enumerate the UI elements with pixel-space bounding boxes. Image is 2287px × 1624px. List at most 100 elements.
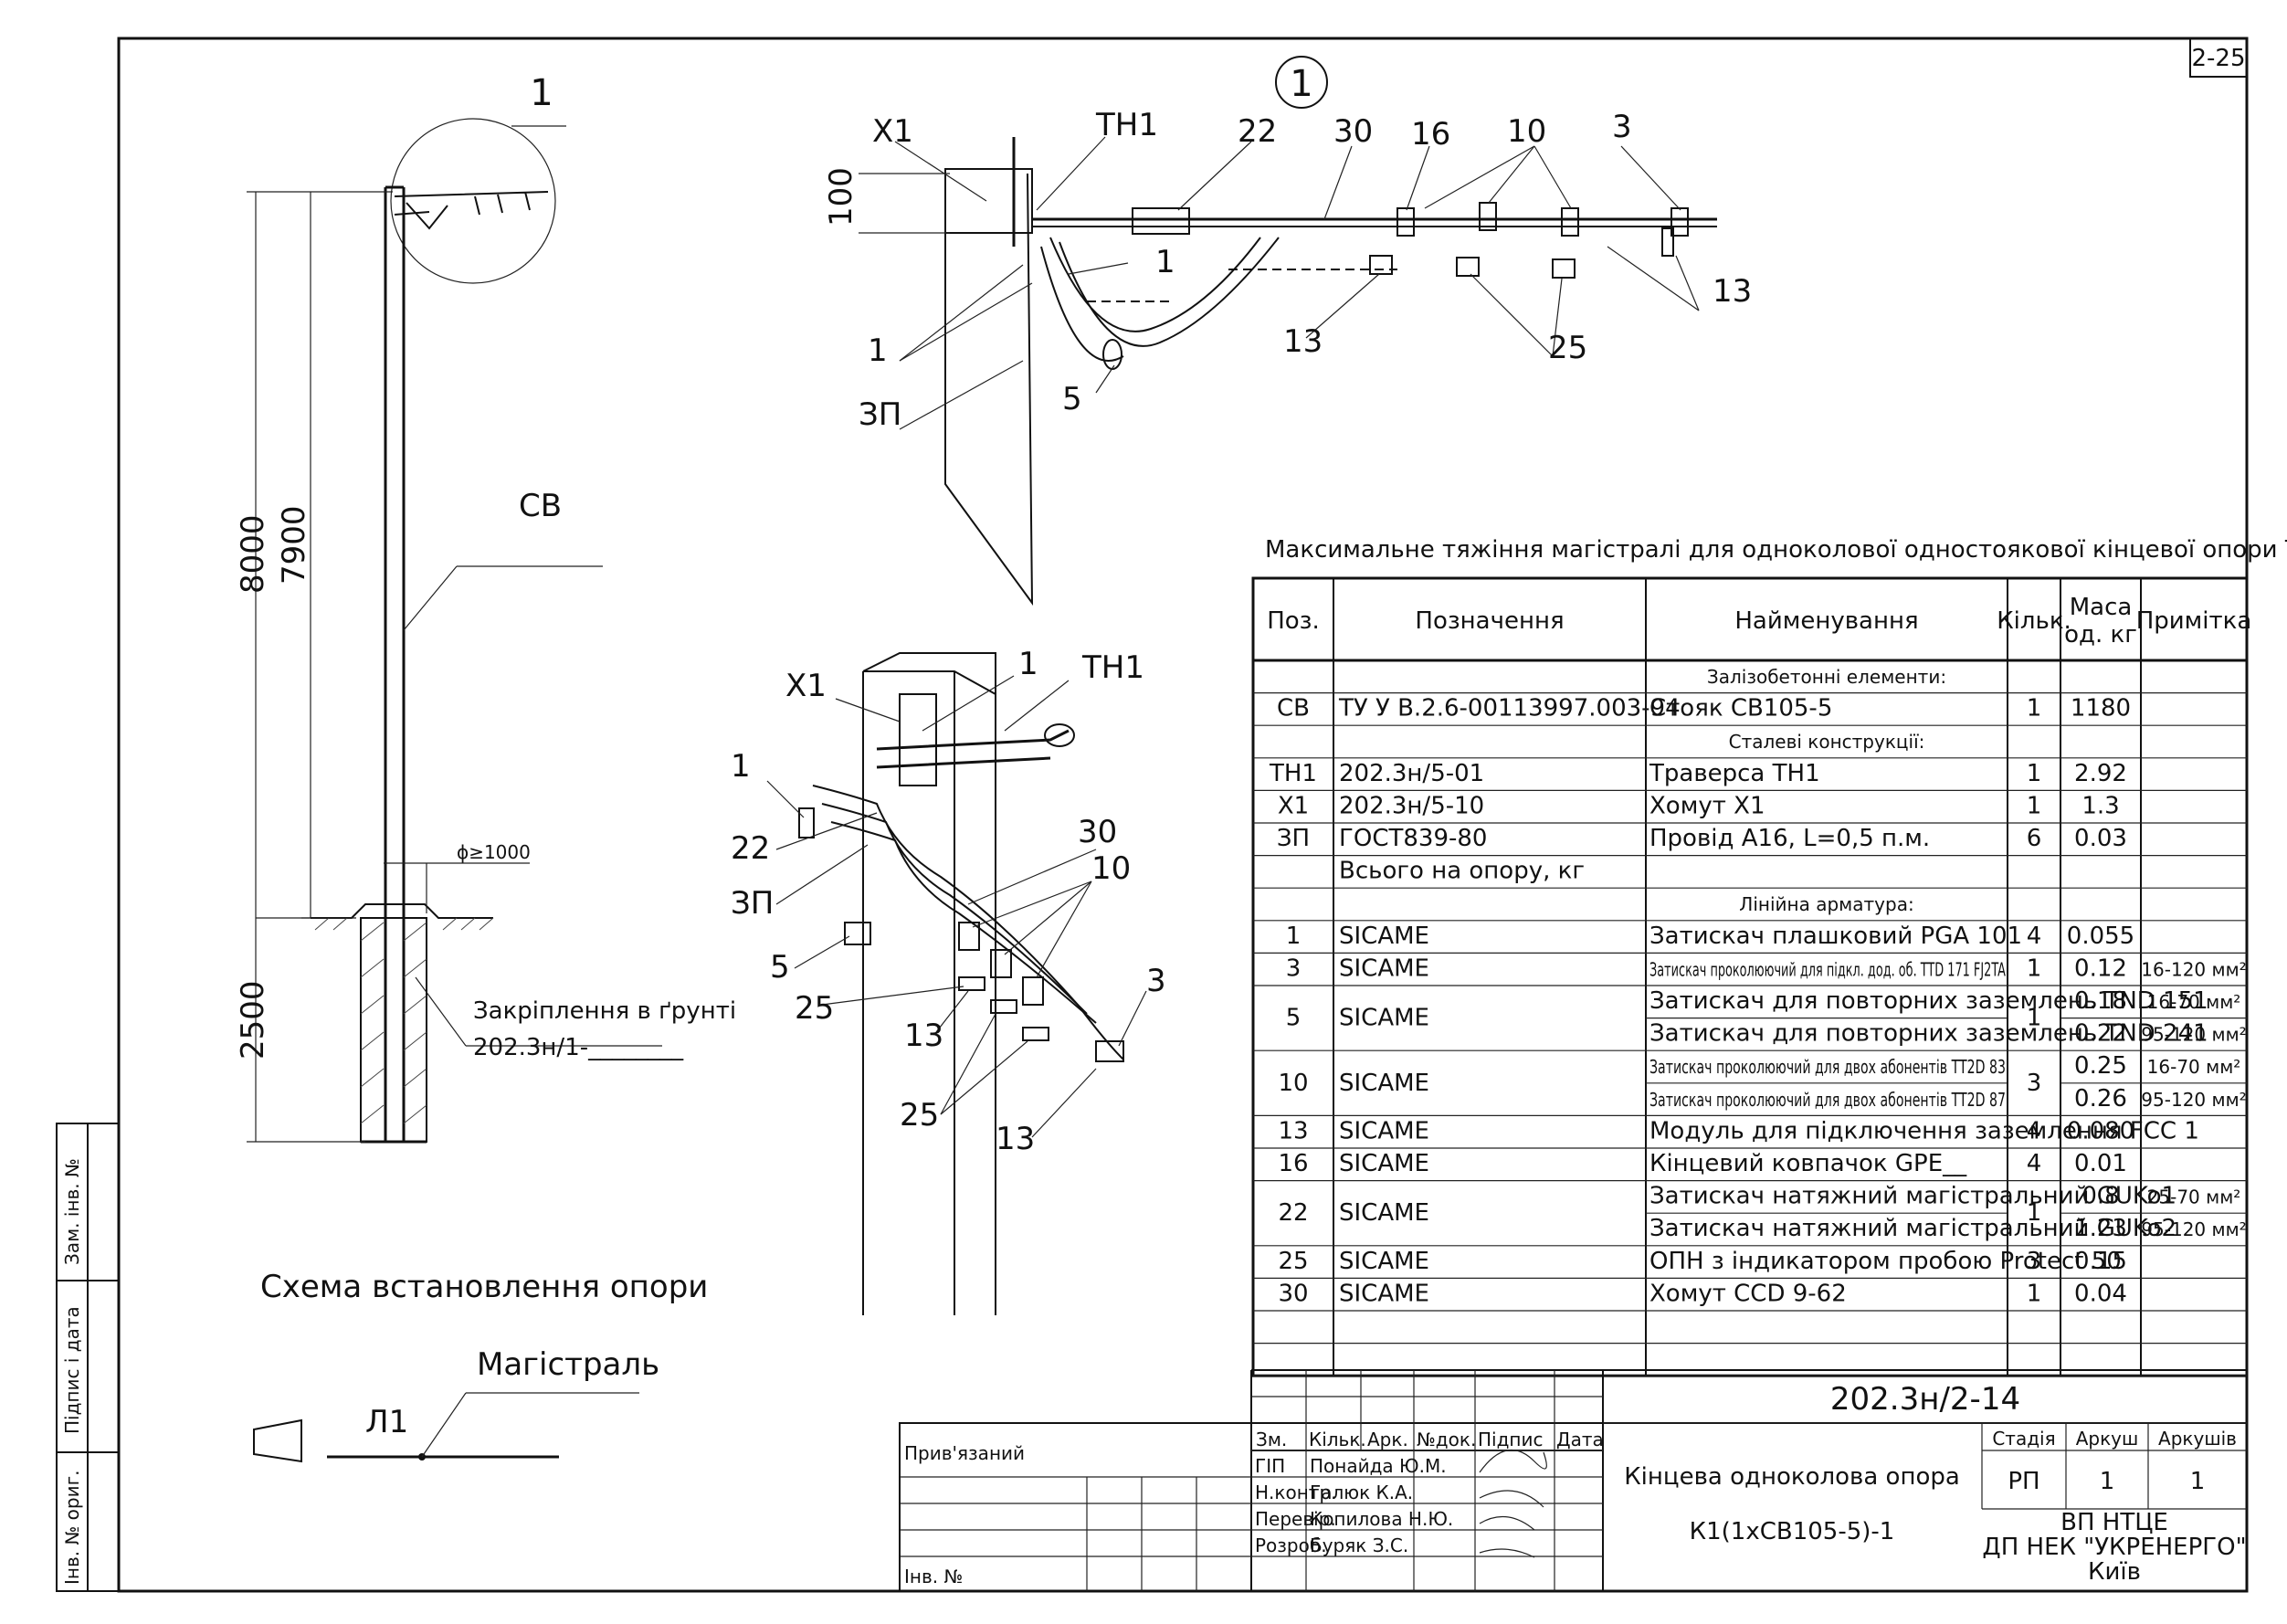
dim-above: 7900 — [276, 505, 312, 585]
spec-name: Затискач натяжний магістральний GUKo2 — [1649, 1215, 2176, 1242]
di-30: 30 — [1078, 814, 1117, 850]
side-sign-date: Підпис і дата — [61, 1306, 83, 1434]
col-date: Дата — [1556, 1429, 1604, 1450]
spec-qty: 3 — [2027, 1248, 2042, 1275]
legend: Магістраль Л1 — [253, 1346, 659, 1463]
spec-mass: 0.25 — [2074, 1052, 2127, 1080]
col-doc: №док. — [1417, 1429, 1476, 1450]
detail-top-leaders — [859, 136, 1700, 430]
spec-qty: 4 — [2027, 923, 2042, 950]
di-22: 22 — [731, 830, 770, 867]
col-ark: Арк. — [1367, 1429, 1408, 1450]
spec-note: 25-70 мм² — [2147, 1186, 2241, 1208]
spec-mass: 1180 — [2071, 695, 2131, 722]
spec-header-cell: Найменування — [1734, 607, 1918, 635]
spec-qty: 1 — [2027, 695, 2042, 722]
spec-qty: 1 — [2027, 1005, 2042, 1032]
spec-note: 16-70 мм² — [2147, 1056, 2241, 1078]
spec-pos: ЗП — [1277, 825, 1310, 852]
col-sign: Підпис — [1478, 1429, 1544, 1450]
title-block: 202.3н/2-14 Зм. Кільк. Арк. №док. Підпис… — [899, 1369, 2248, 1592]
spec-code: SICAME — [1339, 1117, 1429, 1144]
spec-qty: 1 — [2027, 792, 2042, 819]
spec-header-cell: Примітка — [2136, 607, 2252, 635]
iso-pole — [862, 670, 996, 1315]
di-1top: 1 — [1018, 646, 1038, 682]
spec-pos: 30 — [1278, 1280, 1308, 1307]
di-13b: 13 — [996, 1121, 1035, 1157]
spec-name: Хомут CCD 9-62 — [1649, 1280, 1847, 1307]
spec-mass: 0.22 — [2074, 1020, 2127, 1048]
spec-mass: 0.080 — [2067, 1117, 2134, 1144]
bound-label: Прив'язаний — [904, 1442, 1025, 1464]
drawing-title-1: Кінцева одноколова опора — [1624, 1463, 1960, 1491]
dt-10: 10 — [1507, 113, 1546, 150]
spec-name: Кінцевий ковпачок GPE__ — [1649, 1150, 1967, 1177]
dt-zp: ЗП — [859, 396, 901, 433]
spec-code: SICAME — [1339, 1280, 1429, 1307]
spec-name: ОПН з індикатором пробою Protect 50 — [1649, 1248, 2122, 1275]
spec-note: 16-70 мм² — [2147, 991, 2241, 1013]
spec-mass: 0.055 — [2067, 923, 2134, 950]
spec-qty: 1 — [2027, 760, 2042, 787]
dt-th1: ТН1 — [1095, 107, 1158, 143]
name-gip: Понайда Ю.М. — [1310, 1455, 1447, 1477]
dim-ground: 2500 — [235, 980, 271, 1060]
spec-qty: 4 — [2027, 1117, 2042, 1144]
spec-code: 202.3н/5-10 — [1339, 792, 1484, 819]
spec-qty: 6 — [2027, 825, 2042, 852]
legend-symbol — [253, 1418, 302, 1463]
spec-section-title: Лінійна арматура: — [1739, 893, 1913, 915]
spec-mass: 0.8 — [2081, 1183, 2119, 1210]
side-stamp: Інв. № ориг. Підпис і дата Зам. інв. № — [56, 1123, 120, 1592]
spec-name: Затискач натяжний магістральний GUKo1 — [1649, 1183, 2176, 1210]
dt-1b: 1 — [868, 332, 888, 369]
spec-code: SICAME — [1339, 1070, 1429, 1097]
col-zm: Зм. — [1256, 1429, 1287, 1450]
spec-header-cell: од. кг — [2064, 621, 2137, 649]
spec-pos: ТН1 — [1269, 760, 1317, 787]
spec-section-title: Залізобетонні елементи: — [1707, 666, 1946, 688]
detail-number: 1 — [1290, 63, 1312, 105]
sheet-frame — [117, 37, 2249, 1593]
spec-pos: Х1 — [1278, 792, 1309, 819]
spec-name: Модуль для підключення заземлення FCC 1 — [1649, 1117, 2199, 1144]
role-nkontr: Н.контр. — [1255, 1482, 1337, 1503]
sheets-value: 1 — [2190, 1468, 2206, 1495]
role-gip: ГІП — [1255, 1455, 1285, 1477]
org-2: ДП НЕК "УКРЕНЕРГО" — [1982, 1534, 2246, 1561]
name-perevir: Копилова Н.Ю. — [1310, 1508, 1453, 1530]
spec-note: 95-120 мм² — [2141, 1089, 2246, 1111]
install-scheme-title: Схема встановлення опори — [260, 1269, 708, 1305]
dt-22: 22 — [1238, 113, 1277, 150]
iso-traverse — [876, 729, 1070, 769]
foundation-label-1: Закріплення в ґрунті — [473, 997, 736, 1025]
spec-header-cell: Поз. — [1267, 607, 1320, 635]
dt-25: 25 — [1548, 330, 1587, 366]
legend-line-label: Л1 — [365, 1404, 408, 1440]
spec-qty: 1 — [2027, 954, 2042, 982]
org-1: ВП НТЦЕ — [2060, 1509, 2168, 1536]
spec-code: SICAME — [1339, 1248, 1429, 1275]
sheet-number-box — [2189, 37, 2248, 78]
di-25a: 25 — [795, 990, 834, 1027]
dt-30: 30 — [1333, 113, 1373, 150]
dt-x1: Х1 — [872, 113, 913, 150]
dt-5: 5 — [1062, 381, 1082, 417]
spec-note: 95-120 мм² — [2141, 1024, 2246, 1046]
spec-code: SICAME — [1339, 923, 1429, 950]
signatures — [1479, 1449, 1547, 1558]
spec-pos: 10 — [1278, 1070, 1308, 1097]
dim-total: 8000 — [235, 514, 271, 594]
dt-3: 3 — [1612, 109, 1632, 145]
spec-name: Затискач проколюючий для двох абонентів … — [1649, 1089, 2006, 1111]
spec-qty: 4 — [2027, 1150, 2042, 1177]
clamp-22 — [1132, 207, 1190, 235]
name-nkontr: Галюк К.А. — [1310, 1482, 1413, 1503]
callout-circle — [390, 118, 556, 284]
spec-mass: 1.3 — [2081, 792, 2119, 819]
spec-header-cell: Кільк. — [1997, 607, 2071, 635]
